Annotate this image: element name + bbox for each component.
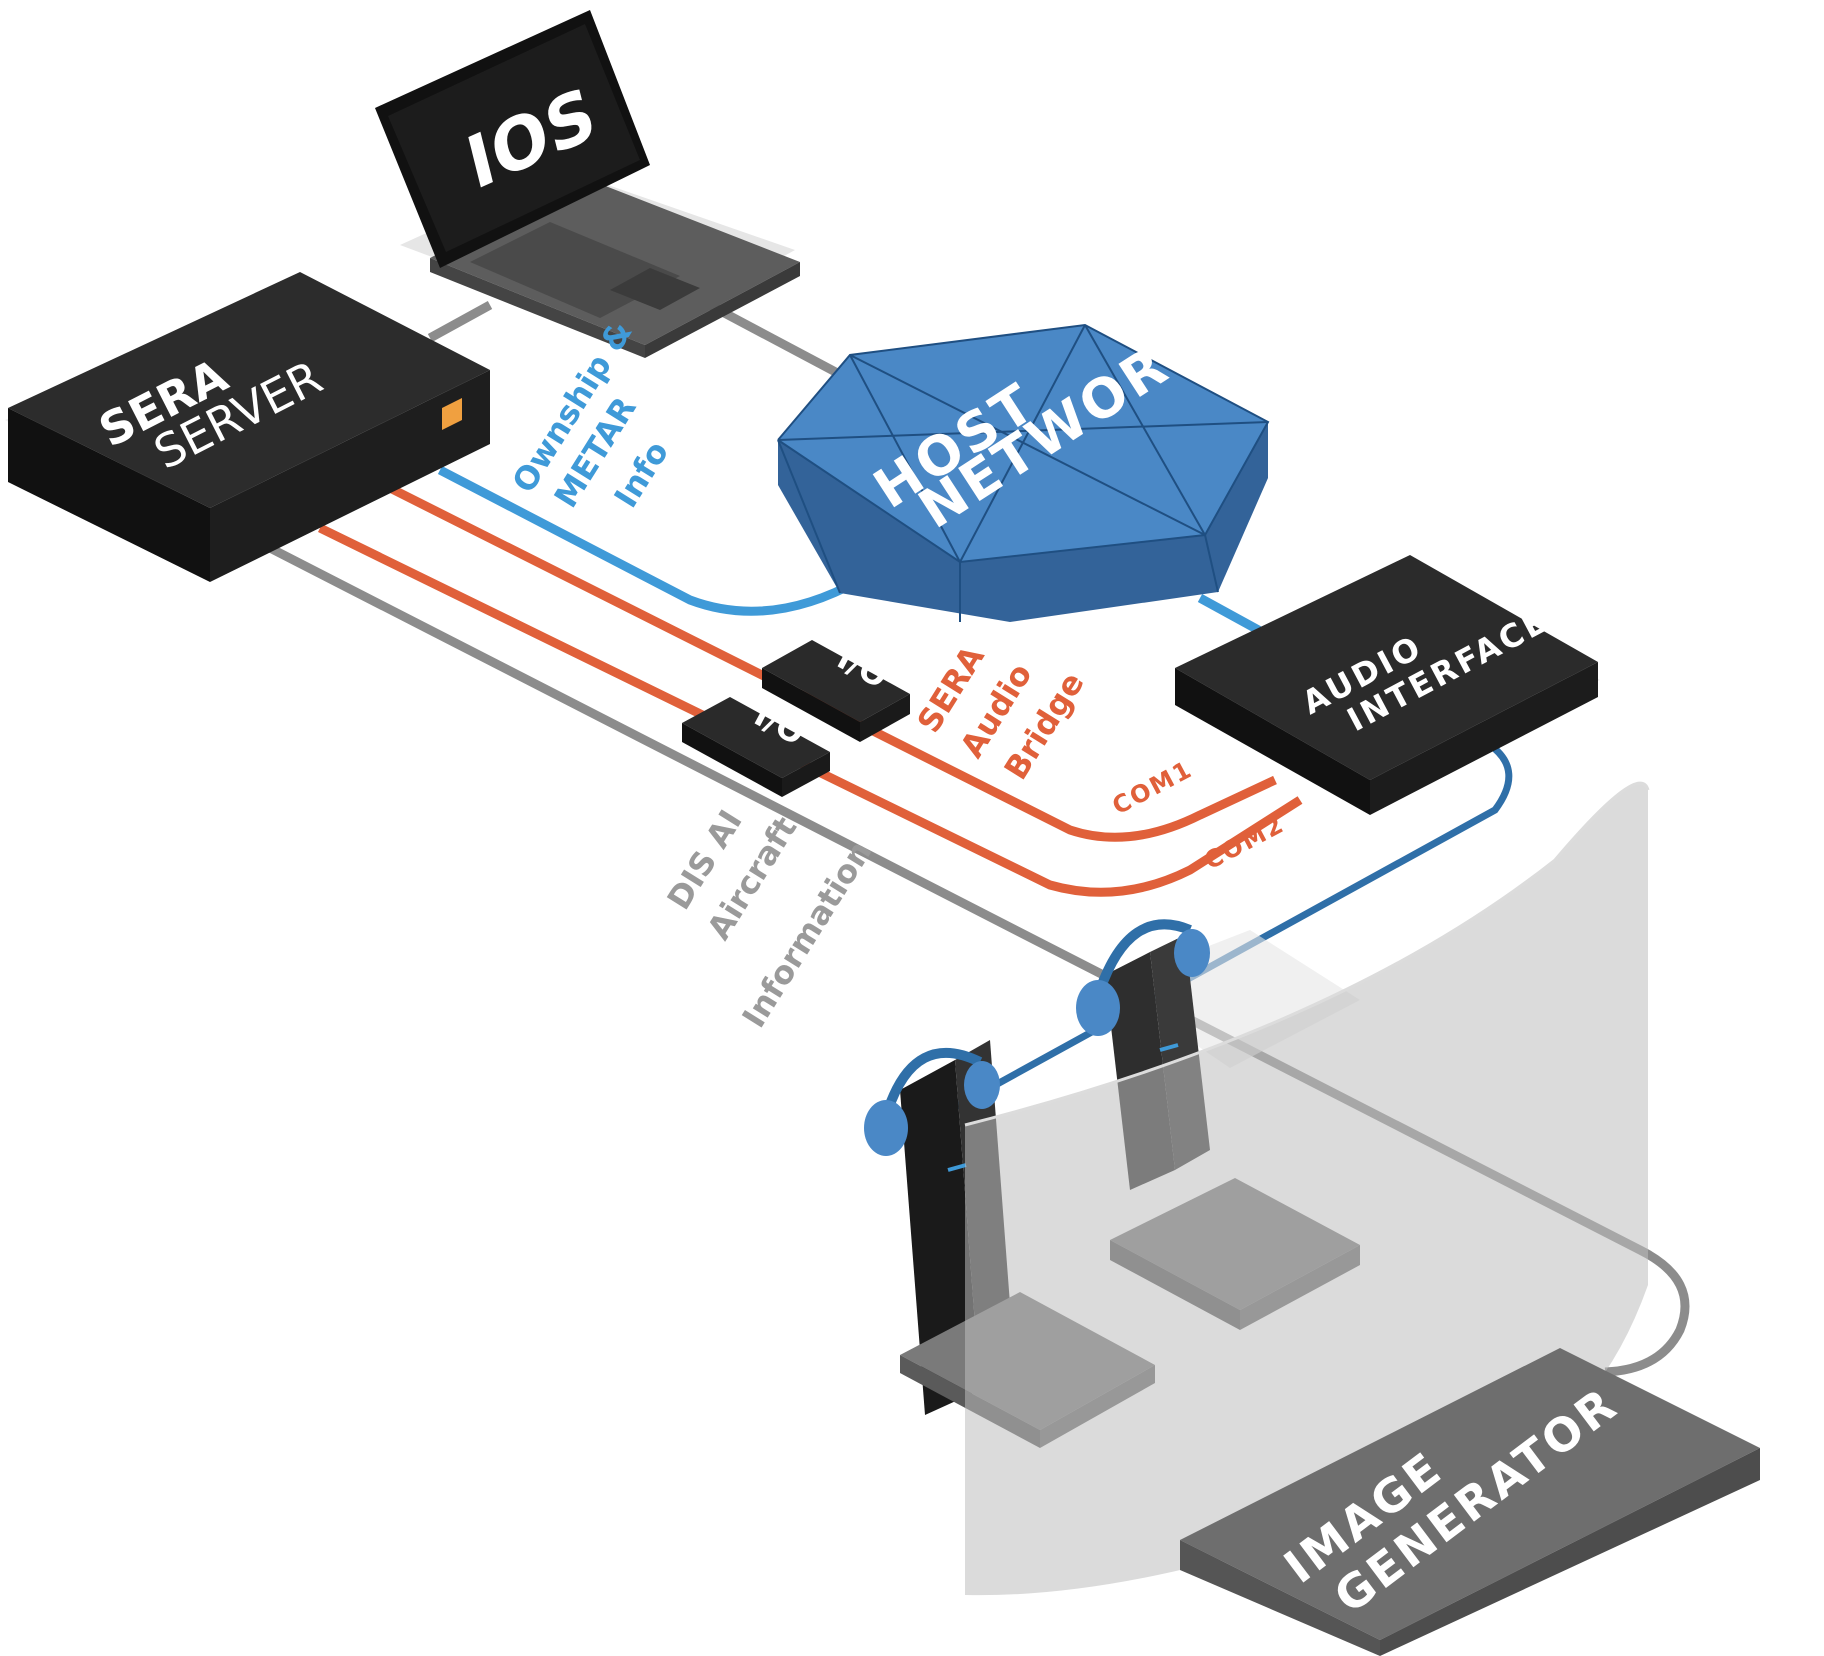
cables [267, 296, 1690, 1377]
headset-left [864, 1048, 1000, 1172]
power-indicator [442, 398, 462, 430]
cable-com1 [387, 483, 1277, 842]
headset-icon [864, 1100, 908, 1156]
cable-dis [267, 543, 1690, 1377]
audio-interface[interactable]: AUDIO INTERFACE [1175, 555, 1600, 815]
sera-server[interactable]: SERA SERVER [5, 272, 490, 582]
com1-label: COM1 [1108, 755, 1198, 820]
cable-network-audio [1197, 594, 1265, 636]
headset-right [1076, 919, 1210, 1052]
cable-com2 [318, 523, 1303, 897]
headset-icon [1076, 980, 1120, 1036]
cable-headsets [948, 742, 1513, 1114]
cable-server-ios [427, 301, 493, 342]
dis-label: DIS AI Aircraft Information [660, 803, 880, 1034]
host-network[interactable]: HOST NETWORK [777, 309, 1270, 622]
cable-ownship [437, 466, 863, 616]
com2-label: COM2 [1200, 810, 1290, 875]
ios-laptop[interactable]: IOS [375, 10, 800, 358]
